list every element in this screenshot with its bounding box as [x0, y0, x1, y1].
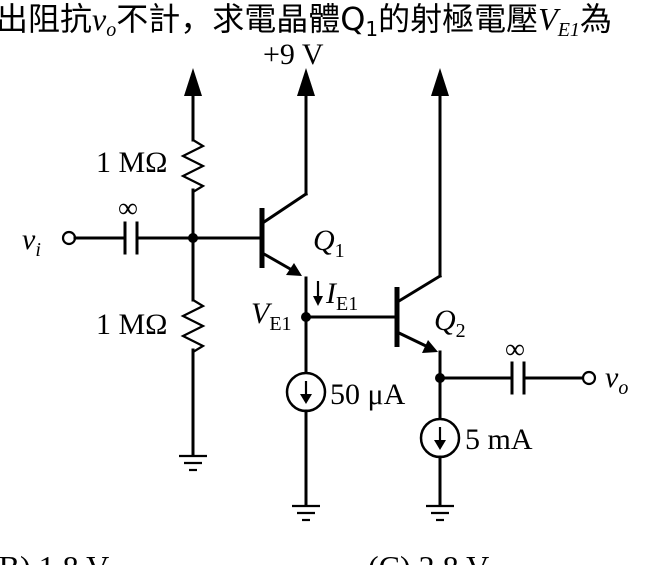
current-source-2-arrow-icon [434, 440, 446, 450]
current-source-2-label: 5 mA [465, 423, 533, 456]
q2-emitter-arrow-icon [422, 340, 438, 353]
current-source-1-label: 50 μA [330, 378, 406, 411]
ground-icon [292, 504, 320, 522]
resistor-bottom [180, 299, 206, 353]
question-text: 出阻抗vo不計，求電晶體Q1的射極電壓VE1為 [0, 0, 612, 41]
input-capacitor-label: ∞ [118, 193, 138, 224]
question-text-a: 出阻抗 [0, 0, 92, 38]
transistor-q1 [259, 68, 315, 373]
q2-label: Q2 [434, 304, 466, 342]
input-terminal [61, 230, 77, 246]
question-text-c: 的射極電壓 [378, 0, 538, 38]
resistor-bottom-label: 1 MΩ [96, 308, 167, 341]
question-vo: v [92, 1, 107, 37]
question-vo-sub: o [106, 19, 116, 41]
q1-supply-arrow-icon [297, 68, 315, 96]
ie1-arrow-icon [313, 296, 323, 306]
q2-supply-arrow-icon [431, 68, 449, 96]
resistor-top-label: 1 MΩ [96, 146, 167, 179]
ie1-label: IE1 [325, 277, 358, 315]
question-q-sub: 1 [365, 17, 378, 41]
output-terminal [581, 370, 597, 386]
resistor-top [180, 139, 206, 193]
q1-emitter-arrow-icon [286, 263, 302, 276]
option-b[interactable]: (B) 1.8 V [0, 549, 109, 565]
vo-label: vo [605, 361, 628, 399]
q1-label: Q1 [313, 224, 345, 262]
supply-label: +9 V [263, 38, 324, 71]
output-capacitor-label: ∞ [505, 334, 525, 365]
vi-label: vi [22, 223, 41, 261]
supply-arrow-icon [184, 68, 202, 96]
ground-icon [426, 504, 454, 522]
option-c[interactable]: (C) 2.8 V [368, 549, 489, 565]
svg-text:出阻抗vo不計，求電晶體Q1的射極電壓VE1為: 出阻抗vo不計，求電晶體Q1的射極電壓VE1為 [0, 0, 612, 41]
current-source-1-arrow-icon [300, 394, 312, 404]
transistor-q2 [394, 68, 449, 420]
question-text-b: 不計，求電晶體Q [116, 0, 365, 38]
output-network [438, 361, 597, 395]
ground-icon [179, 454, 207, 472]
ve1-label: VE1 [251, 297, 292, 335]
ie1-arrow [313, 281, 323, 306]
question-text-d: 為 [580, 0, 612, 38]
bias-divider [179, 68, 207, 472]
current-source-2 [419, 417, 461, 522]
question-ve: V [538, 1, 561, 37]
current-source-1 [285, 371, 327, 522]
input-network [61, 221, 264, 255]
question-ve-sub: E1 [557, 19, 580, 41]
